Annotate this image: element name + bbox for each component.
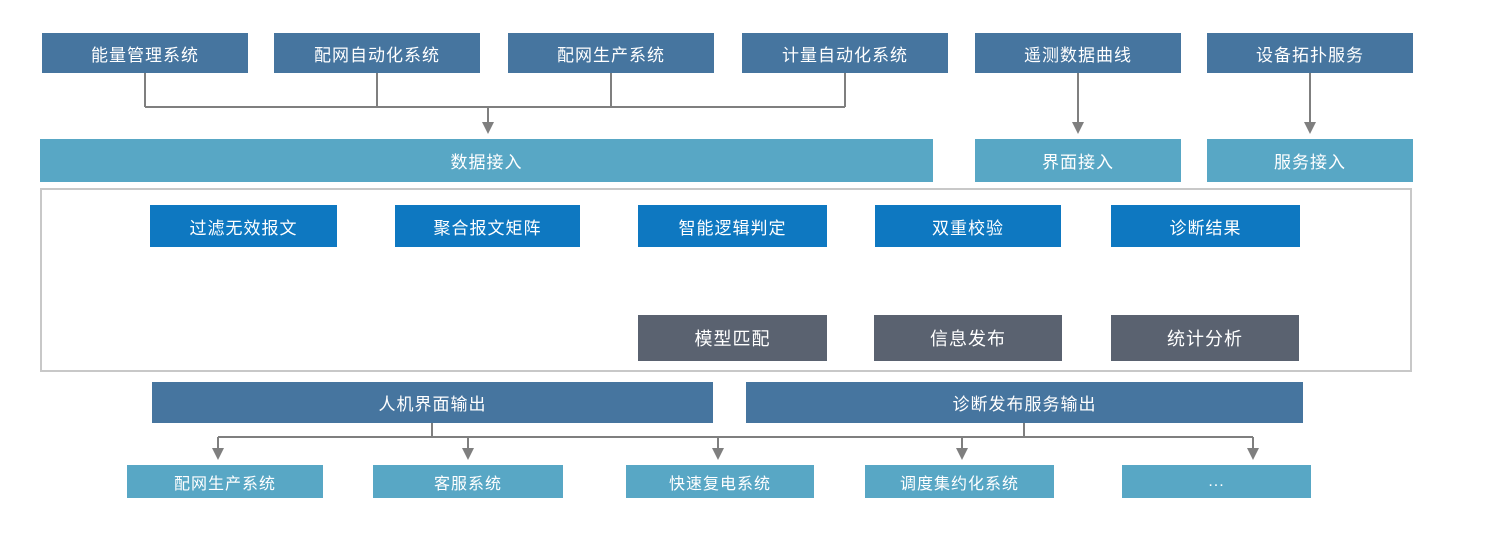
target-box-grid-production: 配网生产系统 bbox=[127, 465, 323, 498]
output-bar-hmi: 人机界面输出 bbox=[152, 382, 713, 423]
source-box-telemetry-curve: 遥测数据曲线 bbox=[975, 33, 1181, 73]
process-step-diagnosis-result: 诊断结果 bbox=[1111, 205, 1300, 247]
process-step-aggregate-matrix: 聚合报文矩阵 bbox=[395, 205, 580, 247]
source-box-device-topology: 设备拓扑服务 bbox=[1207, 33, 1413, 73]
connector-sources-merge bbox=[144, 73, 846, 108]
process-step-logic-judgement: 智能逻辑判定 bbox=[638, 205, 827, 247]
source-box-metering-automation: 计量自动化系统 bbox=[742, 33, 948, 73]
result-box-model-matching: 模型匹配 bbox=[638, 315, 827, 361]
access-bar-service: 服务接入 bbox=[1207, 139, 1413, 182]
process-step-filter-invalid: 过滤无效报文 bbox=[150, 205, 337, 247]
process-step-double-check: 双重校验 bbox=[875, 205, 1061, 247]
result-box-statistics: 统计分析 bbox=[1111, 315, 1299, 361]
source-box-grid-production: 配网生产系统 bbox=[508, 33, 714, 73]
output-bar-diagnosis-service: 诊断发布服务输出 bbox=[746, 382, 1303, 423]
target-box-more: ... bbox=[1122, 465, 1311, 498]
access-bar-data: 数据接入 bbox=[40, 139, 933, 182]
target-box-customer-service: 客服系统 bbox=[373, 465, 563, 498]
target-box-fast-restoration: 快速复电系统 bbox=[626, 465, 814, 498]
result-box-info-publish: 信息发布 bbox=[874, 315, 1062, 361]
target-box-dispatch-intensive: 调度集约化系统 bbox=[865, 465, 1054, 498]
access-bar-ui: 界面接入 bbox=[975, 139, 1181, 182]
source-box-energy-management: 能量管理系统 bbox=[42, 33, 248, 73]
connector-outputs-branch bbox=[218, 423, 1253, 438]
source-box-grid-automation: 配网自动化系统 bbox=[274, 33, 480, 73]
